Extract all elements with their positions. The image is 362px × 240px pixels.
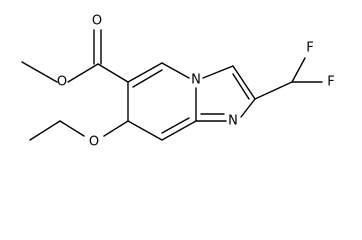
atom-carbonyl-oxygen: O	[92, 14, 102, 29]
bond-C5-N4	[161, 62, 190, 79]
bond-C2-CHF2	[254, 81, 293, 100]
bond-C6-C5-inner	[132, 69, 163, 88]
atom-fluorine-lower: F	[327, 75, 334, 90]
bond-etherO-CH2	[59, 120, 85, 137]
atom-imidazole-nitrogen: N	[228, 114, 238, 129]
bond-C6-C5	[127, 62, 163, 83]
bond-C8a-C8-inner	[161, 117, 190, 134]
bond-C3-C2-outer	[232, 65, 256, 100]
bond-C8-C7	[127, 120, 163, 141]
atom-fluorine-upper: F	[306, 41, 313, 56]
bond-N4-C3	[202, 65, 234, 79]
atom-ester-oxygen: O	[57, 75, 67, 90]
bond-C8a-C8	[161, 120, 197, 141]
bond-CH2-CH3	[29, 120, 61, 141]
atom-ether-oxygen: O	[89, 135, 99, 150]
bond-esterO-carbonylC	[67, 63, 99, 83]
atom-bridgehead-nitrogen: N	[191, 73, 201, 88]
structure-canvas: O O O N N F F	[21, 14, 335, 150]
bond-CHF2-Fupper	[291, 57, 306, 83]
bond-C7-etherO	[103, 120, 129, 137]
bond-methyl-esterO	[21, 61, 58, 83]
chemical-structure-diagram: O O O N N F F	[21, 14, 335, 150]
bond-C3-C2-inner	[232, 73, 250, 100]
bond-C2-N1	[240, 98, 256, 118]
bond-carbonylC-C6	[97, 63, 129, 83]
